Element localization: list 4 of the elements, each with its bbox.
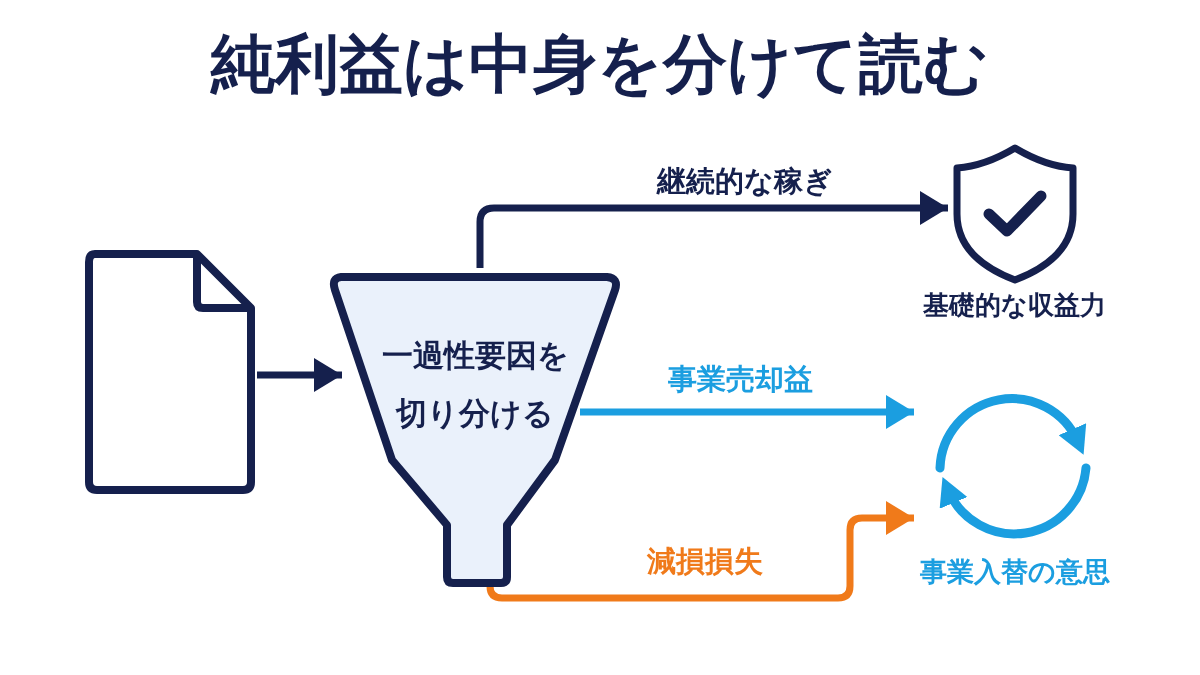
- result-label: 基礎的な収益力: [921, 289, 1107, 322]
- title: 純利益は中身を分けて読む: [209, 26, 990, 103]
- result-label: 事業入替の意思: [919, 555, 1111, 589]
- funnel-label: 一過性要因を切り分ける: [380, 336, 570, 433]
